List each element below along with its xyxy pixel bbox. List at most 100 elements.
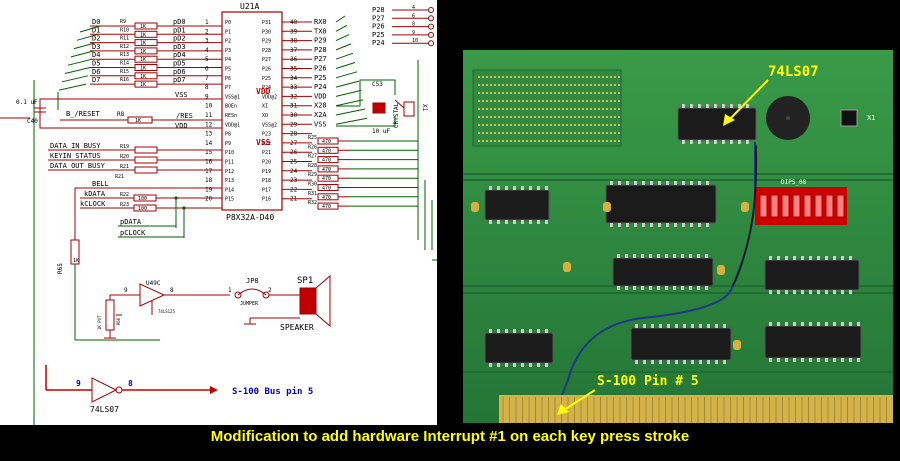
connector-pin: 4 bbox=[412, 5, 415, 11]
chip-pin-name: VDD@2 bbox=[262, 94, 277, 100]
chip-pin-name: P15 bbox=[225, 197, 234, 203]
inv-part: 74LS07 bbox=[90, 405, 119, 414]
resistor-value: 1K bbox=[140, 24, 146, 30]
right-resistor-value: 470 bbox=[322, 186, 331, 192]
resistor-ref: R10 bbox=[120, 27, 129, 33]
right-net-label: TX0 bbox=[314, 27, 327, 35]
crystal-label: CRYSTAL bbox=[393, 102, 400, 128]
chip-pin-number: 4 bbox=[205, 47, 209, 54]
opamp-pin-out: 8 bbox=[170, 287, 174, 294]
chip-pin-name: VDD@1 bbox=[225, 122, 240, 128]
resistor-ref: R9 bbox=[120, 19, 126, 25]
chip-pin-name: P26 bbox=[262, 67, 271, 73]
port-net-label: pD4 bbox=[173, 51, 186, 59]
chip-pin-number: 3 bbox=[205, 38, 209, 45]
chip-pin-number: 7 bbox=[205, 75, 209, 82]
resistor-value: 1K bbox=[140, 57, 146, 63]
chip-pin-name: P6 bbox=[225, 76, 231, 82]
right-resistor-ref: R31 bbox=[308, 191, 317, 197]
resistor-value: 1K bbox=[140, 74, 146, 80]
input-resistor-ref: R21 bbox=[120, 164, 129, 170]
reset-net-label: B_/RESET bbox=[66, 110, 101, 118]
chip-pin-name: P25 bbox=[262, 76, 271, 82]
resistor-value: 1K bbox=[140, 32, 146, 38]
photo-chip bbox=[484, 189, 550, 221]
chip-part: P8X32A-D40 bbox=[226, 213, 274, 222]
photo-chip-74ls07 bbox=[677, 107, 757, 141]
resistor-ref: R15 bbox=[120, 69, 129, 75]
resistor-value: 1K bbox=[140, 49, 146, 55]
chip-pin-number: 9 bbox=[205, 93, 209, 100]
bus-label: S-100 Bus pin 5 bbox=[232, 386, 313, 397]
chip-pin-number: 1 bbox=[205, 19, 209, 26]
connector-pin: 10 bbox=[412, 38, 418, 44]
right-net-label: P29 bbox=[314, 37, 327, 45]
chip-pin-number: 20 bbox=[205, 196, 213, 203]
right-resistor-ref: R29 bbox=[308, 172, 317, 178]
kres-ref-2: R23 bbox=[120, 202, 129, 208]
right-resistor-value: 470 bbox=[322, 148, 331, 154]
resistor-ref: R14 bbox=[120, 61, 129, 67]
callout-chip: 74LS07 bbox=[768, 64, 819, 80]
right-net-label: RX0 bbox=[314, 18, 327, 26]
chip-pin-number: 19 bbox=[205, 186, 213, 193]
speaker-body bbox=[299, 287, 317, 315]
photo-chip bbox=[764, 259, 860, 291]
opamp-pin-in: 9 bbox=[124, 287, 128, 294]
right-resistor-value: 470 bbox=[322, 167, 331, 173]
port-net-label: pD2 bbox=[173, 35, 186, 43]
chip-pin-number: 15 bbox=[205, 149, 213, 156]
chip-pin-number: 5 bbox=[205, 56, 209, 63]
right-resistor-ref: R27 bbox=[308, 154, 317, 160]
right-resistor-ref: R30 bbox=[308, 182, 317, 188]
resistor-ref: R11 bbox=[120, 36, 129, 42]
right-net-label: P24 bbox=[314, 83, 327, 91]
chip-vdd-label: VDD bbox=[256, 87, 271, 96]
input-net-label: DATA_OUT_BUSY bbox=[50, 162, 106, 170]
right-net-label: VDD bbox=[314, 92, 327, 100]
caption: Modification to add hardware Interrupt #… bbox=[210, 428, 690, 445]
port-net-label: pD5 bbox=[173, 60, 186, 68]
pcb-photo: X1 DIPS_08 74LS07 S-100 Pin # 5 bbox=[463, 50, 893, 423]
data-line-label: D0 bbox=[92, 18, 100, 26]
chip-pin-name: P21 bbox=[262, 150, 271, 156]
right-net-label: X28 bbox=[314, 102, 327, 110]
input-resistor-ref: R20 bbox=[120, 154, 129, 160]
chip-pin-name: VSS@2 bbox=[262, 122, 277, 128]
photo-capacitor bbox=[741, 202, 749, 212]
connector-pin: 6 bbox=[412, 13, 415, 19]
connector-net: P26 bbox=[372, 23, 385, 31]
photo-capacitor bbox=[563, 262, 571, 272]
data-line-label: D7 bbox=[92, 76, 100, 84]
chip-pin-name: XI bbox=[262, 104, 268, 110]
chip-pin-name: P22 bbox=[262, 141, 271, 147]
right-resistor-value: 470 bbox=[322, 176, 331, 182]
crystal-ref: C53 bbox=[372, 81, 383, 88]
port-net-label: pD7 bbox=[173, 76, 186, 84]
pot-ref: R66 bbox=[116, 317, 121, 325]
reset-res-ref: R8 bbox=[117, 111, 125, 118]
chip-pin-name: P7 bbox=[225, 85, 231, 91]
reset-res-value: 1K bbox=[135, 118, 141, 124]
right-resistor-ref: R28 bbox=[308, 163, 317, 169]
inv-pin-in: 9 bbox=[76, 379, 81, 388]
callout-pin: S-100 Pin # 5 bbox=[597, 374, 699, 389]
chip-pin-name: P18 bbox=[262, 178, 271, 184]
photo-chip bbox=[612, 257, 714, 287]
reset-label: /RES bbox=[176, 112, 193, 120]
cap-left-value: 0.1 uF bbox=[16, 99, 38, 106]
kres-value-1: 100 bbox=[138, 196, 147, 202]
chip-pin-number: 13 bbox=[205, 131, 213, 138]
right-resistor-value: 470 bbox=[322, 139, 331, 145]
data-line-label: D2 bbox=[92, 35, 100, 43]
propeller-chip bbox=[221, 11, 283, 211]
opamp-part: 74LS125 bbox=[158, 309, 175, 314]
connector-pin: 8 bbox=[412, 22, 415, 28]
chip-pin-name: P27 bbox=[262, 57, 271, 63]
speaker-cone bbox=[315, 274, 331, 328]
resistor-ref: R16 bbox=[120, 77, 129, 83]
chip-pin-name: P31 bbox=[262, 20, 271, 26]
chip-pin-number: 12 bbox=[205, 121, 213, 128]
vss-net-label: VSS bbox=[175, 91, 188, 99]
photo-capacitor bbox=[733, 340, 741, 350]
